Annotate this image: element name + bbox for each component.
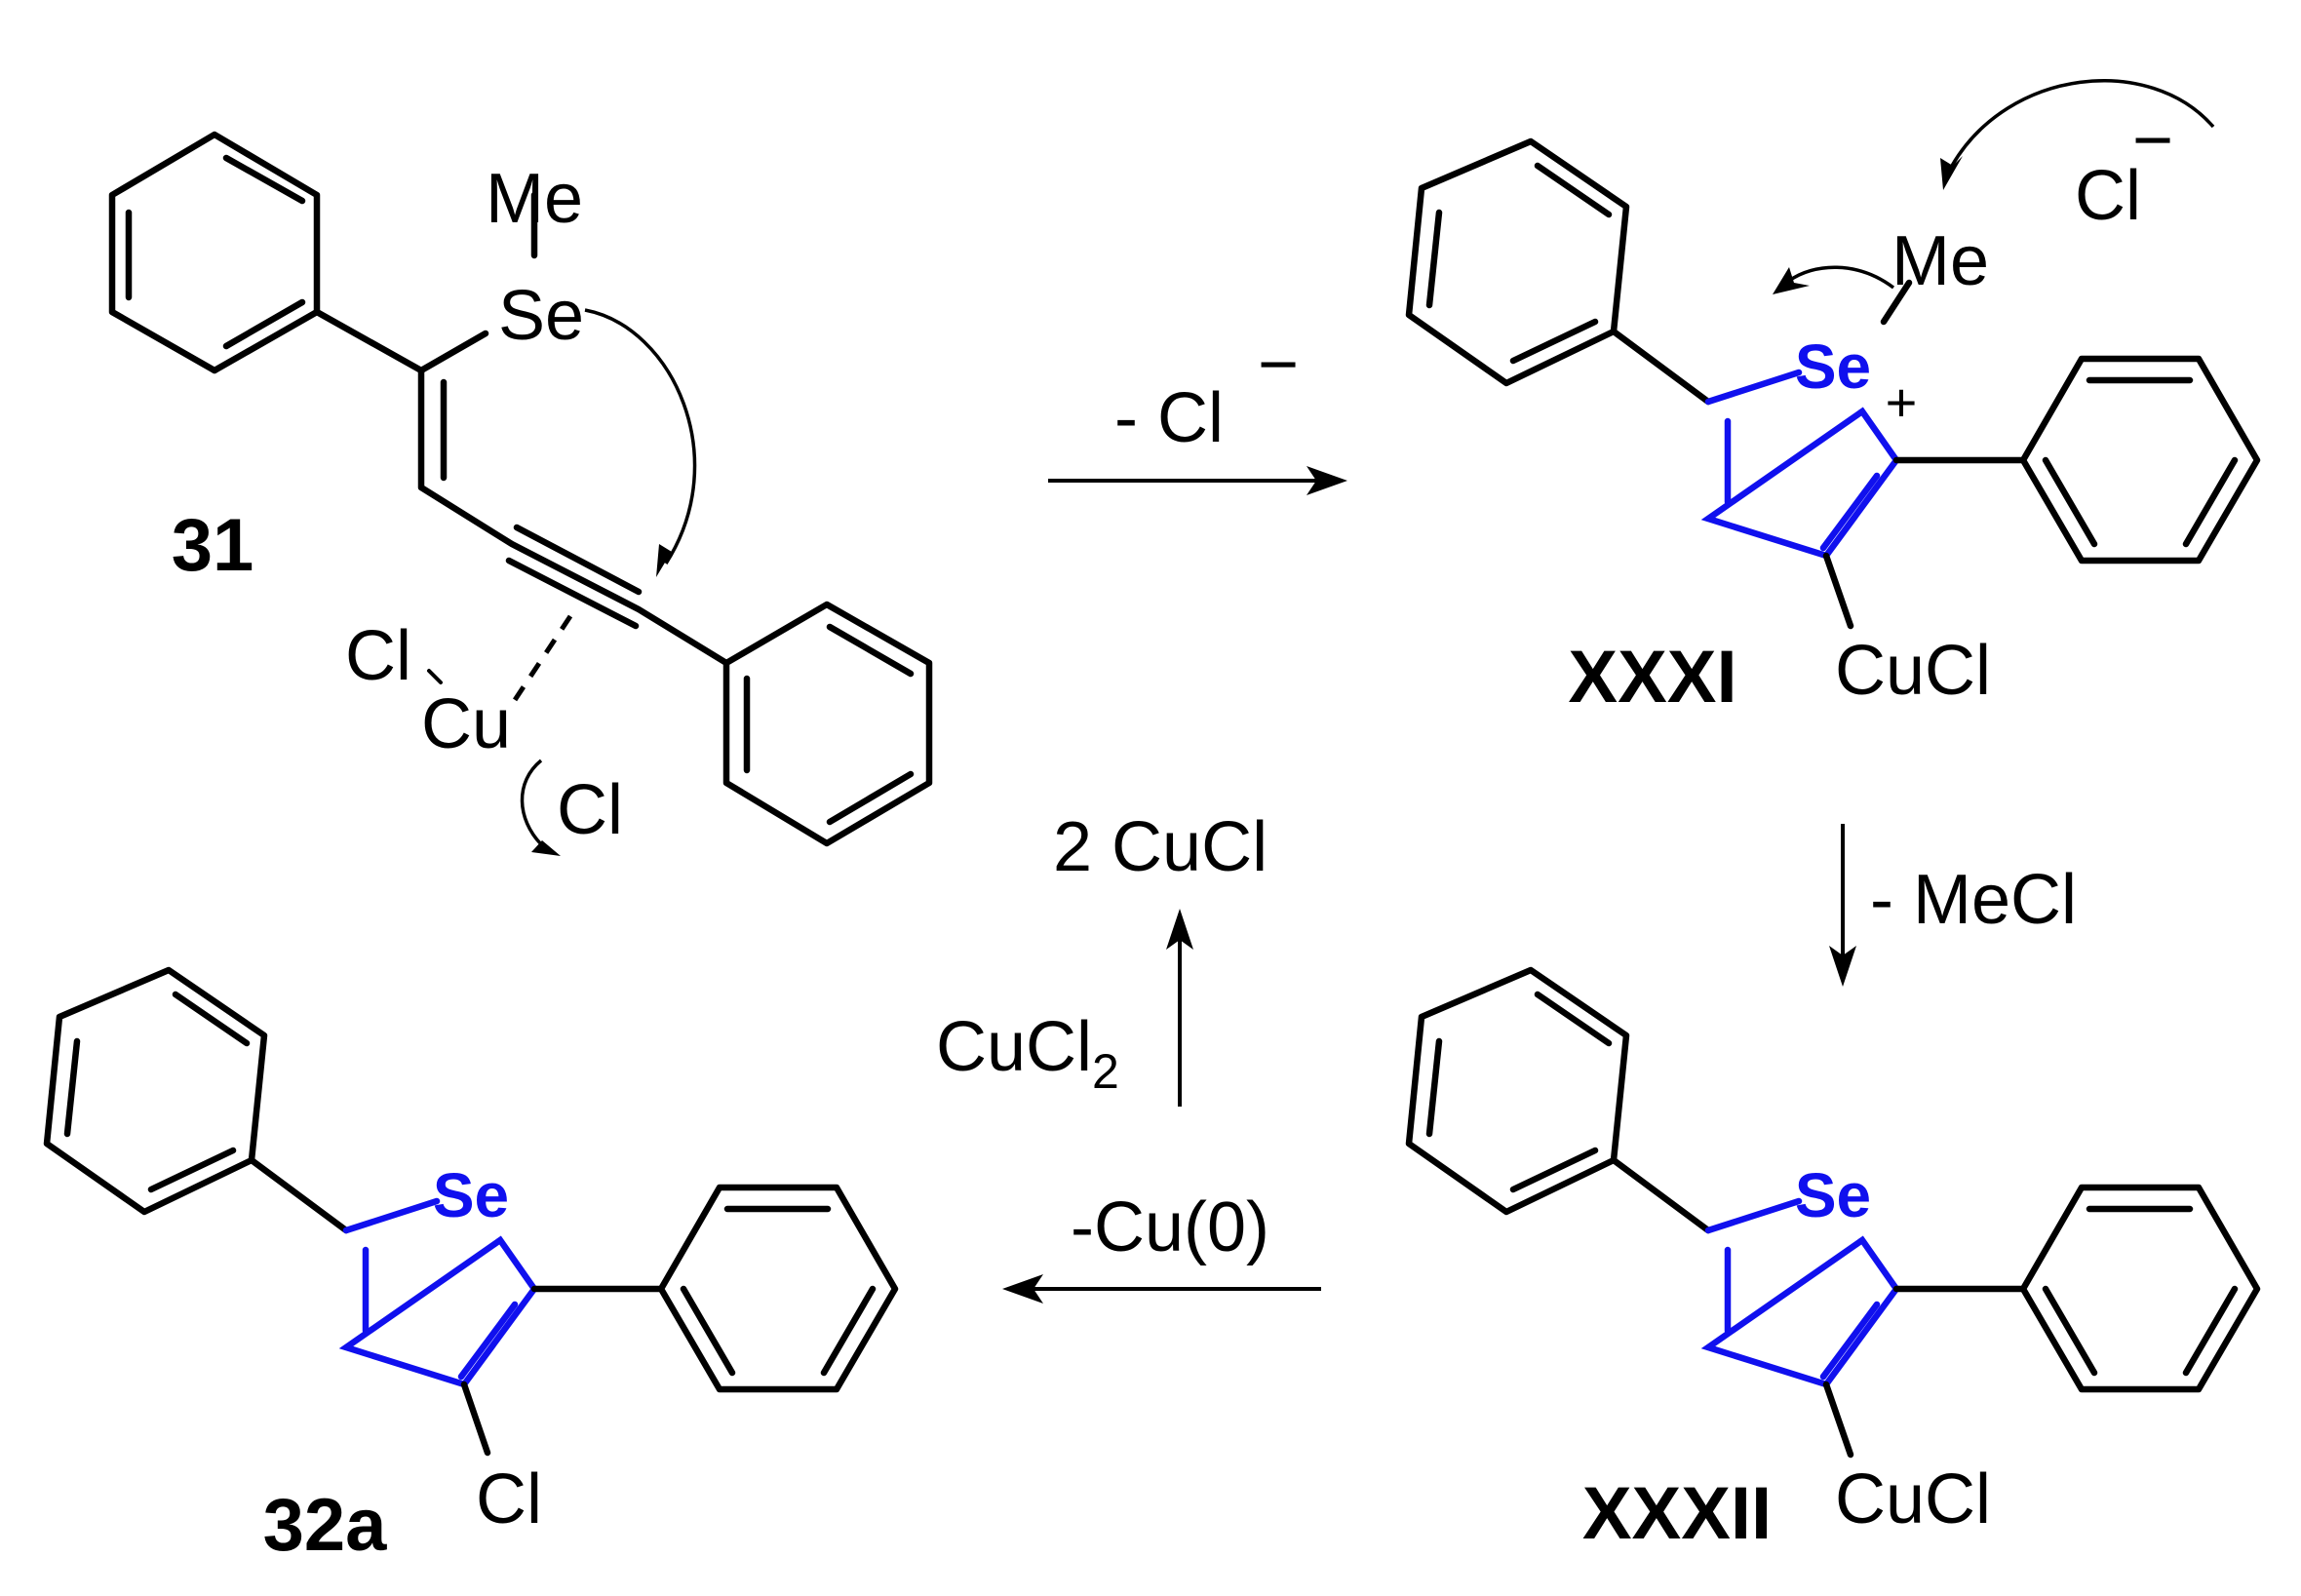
cl-label: Cl bbox=[557, 771, 623, 849]
32a-phenyl-right bbox=[657, 1184, 899, 1393]
reaction-arrow-step2: - MeCl bbox=[1829, 824, 2077, 987]
se-label: Se bbox=[498, 277, 584, 355]
ring-cl-bond bbox=[460, 1381, 491, 1457]
arrowhead bbox=[531, 840, 561, 856]
arrow-label: -Cu(0) bbox=[1071, 1188, 1269, 1266]
xxxii-phenyl-left bbox=[1405, 966, 1712, 1234]
charge-minus: − bbox=[2132, 101, 2173, 179]
cucl-label: CuCl bbox=[1835, 1460, 1991, 1538]
se-label: Se bbox=[433, 1160, 509, 1230]
cu-label: Cu bbox=[421, 685, 511, 763]
reaction-arrow-step3: -Cu(0) bbox=[1002, 1188, 1321, 1304]
intermediate-XXXI: Cl − Me Se + CuCl XXXI bbox=[1405, 79, 2261, 719]
se-methyl-bond bbox=[1880, 279, 1913, 326]
ring-cucl-bond bbox=[1822, 1381, 1854, 1459]
intermediate-XXXII: Se CuCl XXXII bbox=[1405, 966, 2261, 1555]
compound-label: XXXI bbox=[1568, 636, 1736, 719]
reaction-arrow-step1: - Cl − bbox=[1048, 326, 1347, 495]
me-label: Me bbox=[486, 160, 583, 238]
cl-label: Cl bbox=[476, 1460, 542, 1538]
curved-arrow-se-me-cleavage bbox=[1787, 265, 1895, 290]
me-label: Me bbox=[1892, 222, 1989, 300]
product-32a: Se Cl 32a bbox=[43, 966, 899, 1567]
cl-ion-label: Cl bbox=[2075, 157, 2141, 235]
ring-cucl-bond bbox=[1822, 552, 1854, 630]
charge-plus: + bbox=[1886, 371, 1918, 433]
compound-31-phenyl-top bbox=[108, 131, 321, 374]
xxxii-phenyl-right bbox=[2019, 1184, 2261, 1393]
compound-label: 32a bbox=[263, 1484, 388, 1567]
arrowhead bbox=[1773, 267, 1810, 294]
cu-alkyne-pi-interaction bbox=[512, 614, 573, 702]
compound-label: XXXII bbox=[1582, 1472, 1772, 1555]
charge-minus: − bbox=[1258, 326, 1299, 404]
compound-31: Me Se Cl Cu Cl 31 bbox=[108, 131, 933, 856]
arrow-label: - MeCl bbox=[1870, 861, 2077, 939]
regeneration-arrow: CuCl2 2 CuCl bbox=[936, 808, 1268, 1107]
cu-cl-dash bbox=[427, 669, 443, 684]
xxxi-selenophene-ring bbox=[1700, 369, 1900, 560]
compound-31-phenyl-bottom bbox=[722, 601, 933, 847]
cl-label: Cl bbox=[345, 617, 411, 695]
reagent-label: CuCl2 bbox=[936, 1008, 1119, 1099]
arrowhead bbox=[1940, 156, 1963, 190]
compound-label: 31 bbox=[172, 504, 254, 587]
compound-31-enyne-bonds bbox=[313, 191, 730, 667]
curved-arrow-se-attack bbox=[584, 308, 697, 564]
xxxi-phenyl-left bbox=[1405, 137, 1712, 406]
curved-arrow-cl-attack bbox=[1950, 79, 2215, 167]
se-label: Se bbox=[1795, 331, 1871, 402]
xxxi-phenyl-right bbox=[2019, 355, 2261, 564]
cucl-label: CuCl bbox=[1835, 632, 1991, 710]
curved-arrow-cu-cl bbox=[520, 759, 543, 846]
arrow-label: - Cl bbox=[1114, 379, 1224, 457]
product-label: 2 CuCl bbox=[1053, 808, 1268, 886]
arrowhead bbox=[656, 538, 680, 577]
32a-phenyl-left bbox=[43, 966, 350, 1234]
se-label: Se bbox=[1795, 1160, 1871, 1230]
